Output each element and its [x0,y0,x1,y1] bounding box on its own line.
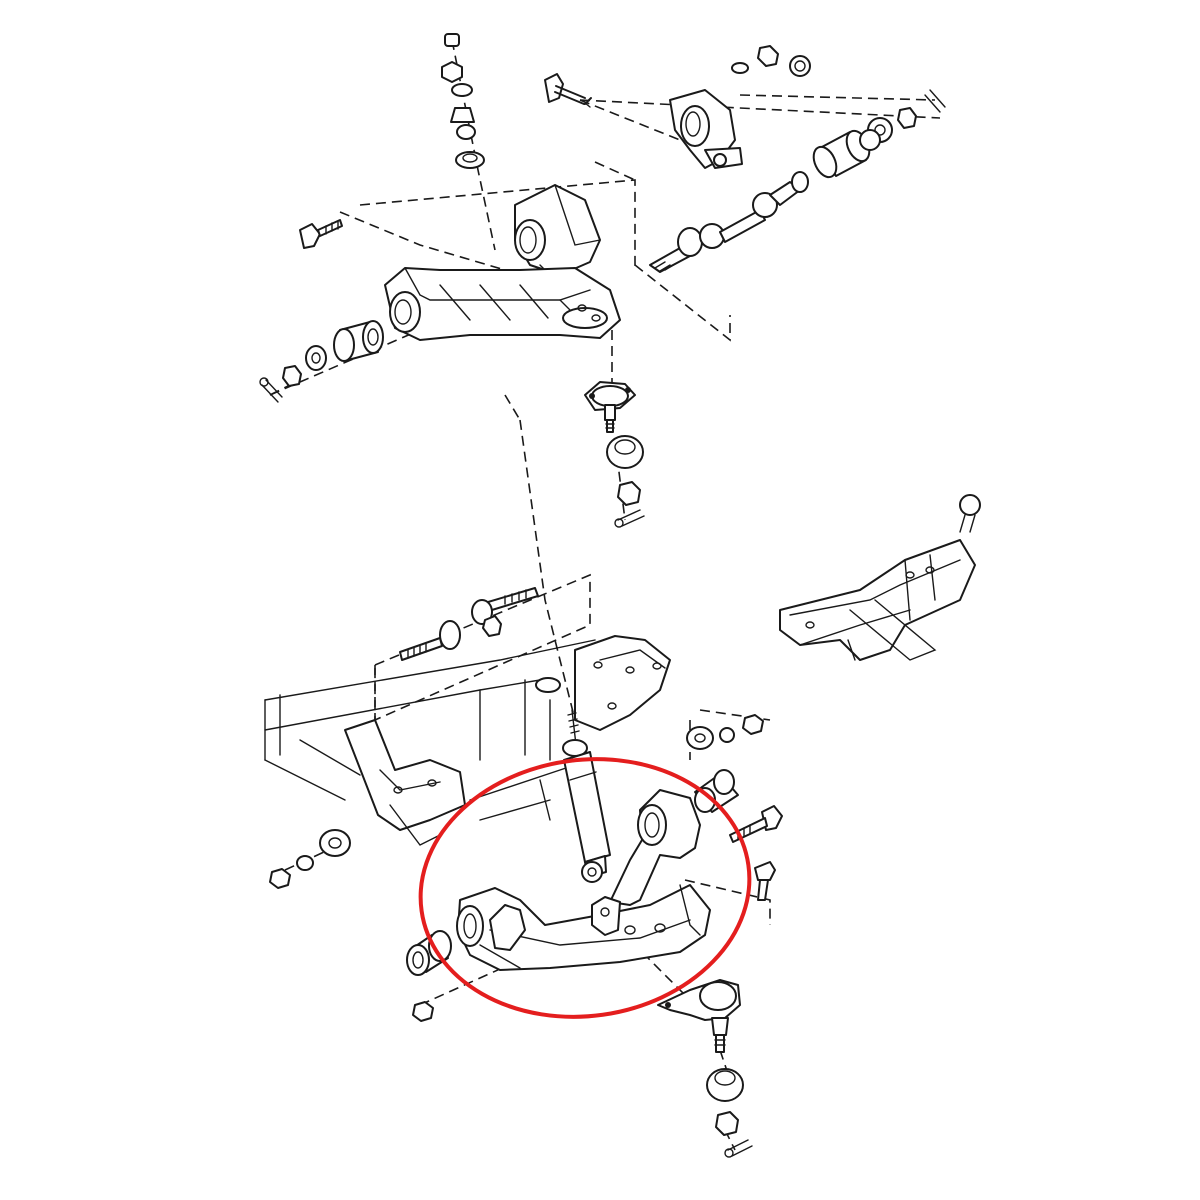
lower-arm-left-hardware [269,829,351,889]
frame-crossmember [264,635,671,846]
idler-arm-assembly [544,45,946,179]
tie-rod-assembly [649,171,809,273]
upper-ball-joint [584,381,645,528]
lower-ball-joint [657,979,753,1158]
lower-control-arm-highlight [418,757,752,1019]
highlight-ellipse [418,757,752,1019]
crossmember-bolts [399,587,539,661]
top-fastener-stack [441,33,485,169]
shock-absorber [562,709,611,883]
lower-control-arm [406,789,711,1022]
upper-arm-bushing-kit [259,320,384,403]
frame-bracket-detail [779,494,981,661]
upper-control-arm [299,184,621,341]
lower-arm-right-hardware [686,714,783,901]
